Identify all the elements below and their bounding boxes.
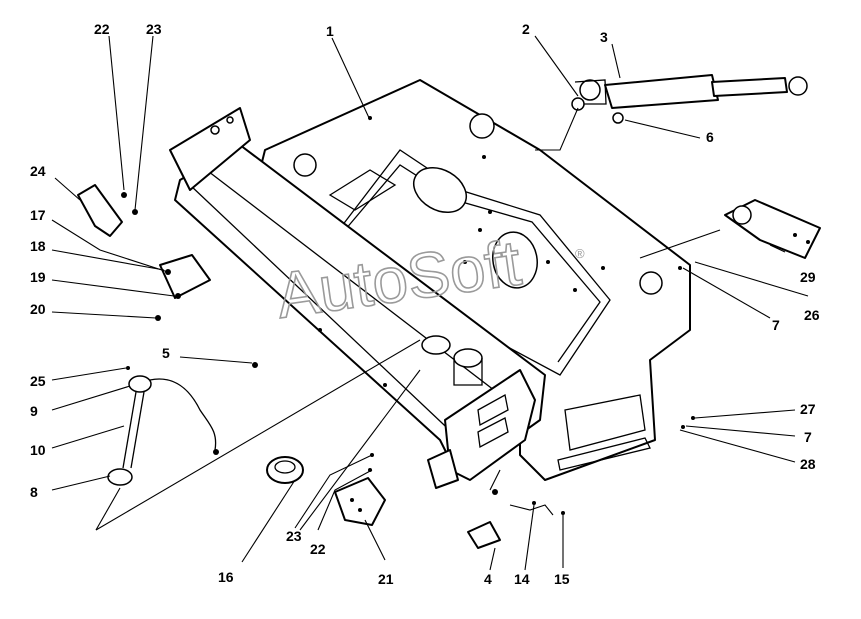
callout-5: 5 [162, 345, 170, 361]
callout-27: 27 [800, 401, 816, 417]
right-bracket-29 [724, 199, 821, 259]
left-bracket-assembly [77, 184, 211, 321]
callout-6: 6 [706, 129, 714, 145]
callout-18: 18 [30, 238, 46, 254]
main-frame [259, 79, 691, 481]
callout-23-bottom: 23 [286, 528, 302, 544]
callout-labels: 22 23 1 2 3 6 24 17 18 19 20 5 25 9 10 8… [30, 21, 820, 587]
callout-21: 21 [378, 571, 394, 587]
bottom-bracket-21 [334, 453, 386, 526]
callout-15: 15 [554, 571, 570, 587]
leader-lines [51, 35, 809, 571]
callout-24: 24 [30, 163, 46, 179]
callout-26: 26 [804, 307, 820, 323]
callout-1: 1 [326, 23, 334, 39]
callout-28: 28 [800, 456, 816, 472]
watermark-registered-mark: ® [575, 246, 585, 261]
callout-22-top: 22 [94, 21, 110, 37]
callout-10: 10 [30, 442, 46, 458]
hydraulic-cylinder [571, 74, 808, 124]
callout-22-bottom: 22 [310, 541, 326, 557]
callout-25: 25 [30, 373, 46, 389]
callout-29: 29 [800, 269, 816, 285]
callout-19: 19 [30, 269, 46, 285]
callout-17: 17 [30, 207, 46, 223]
side-rail [169, 107, 546, 489]
hitch-part-4 [252, 266, 695, 549]
callout-7-upper: 7 [772, 317, 780, 333]
callout-20: 20 [30, 301, 46, 317]
fuel-sender [107, 366, 219, 486]
tank-cap [266, 456, 304, 484]
callout-2: 2 [522, 21, 530, 37]
callout-16: 16 [218, 569, 234, 585]
callout-14: 14 [514, 571, 530, 587]
callout-23-top: 23 [146, 21, 162, 37]
callout-3: 3 [600, 29, 608, 45]
callout-4: 4 [484, 571, 492, 587]
callout-9: 9 [30, 403, 38, 419]
callout-7-lower: 7 [804, 429, 812, 445]
callout-8: 8 [30, 484, 38, 500]
